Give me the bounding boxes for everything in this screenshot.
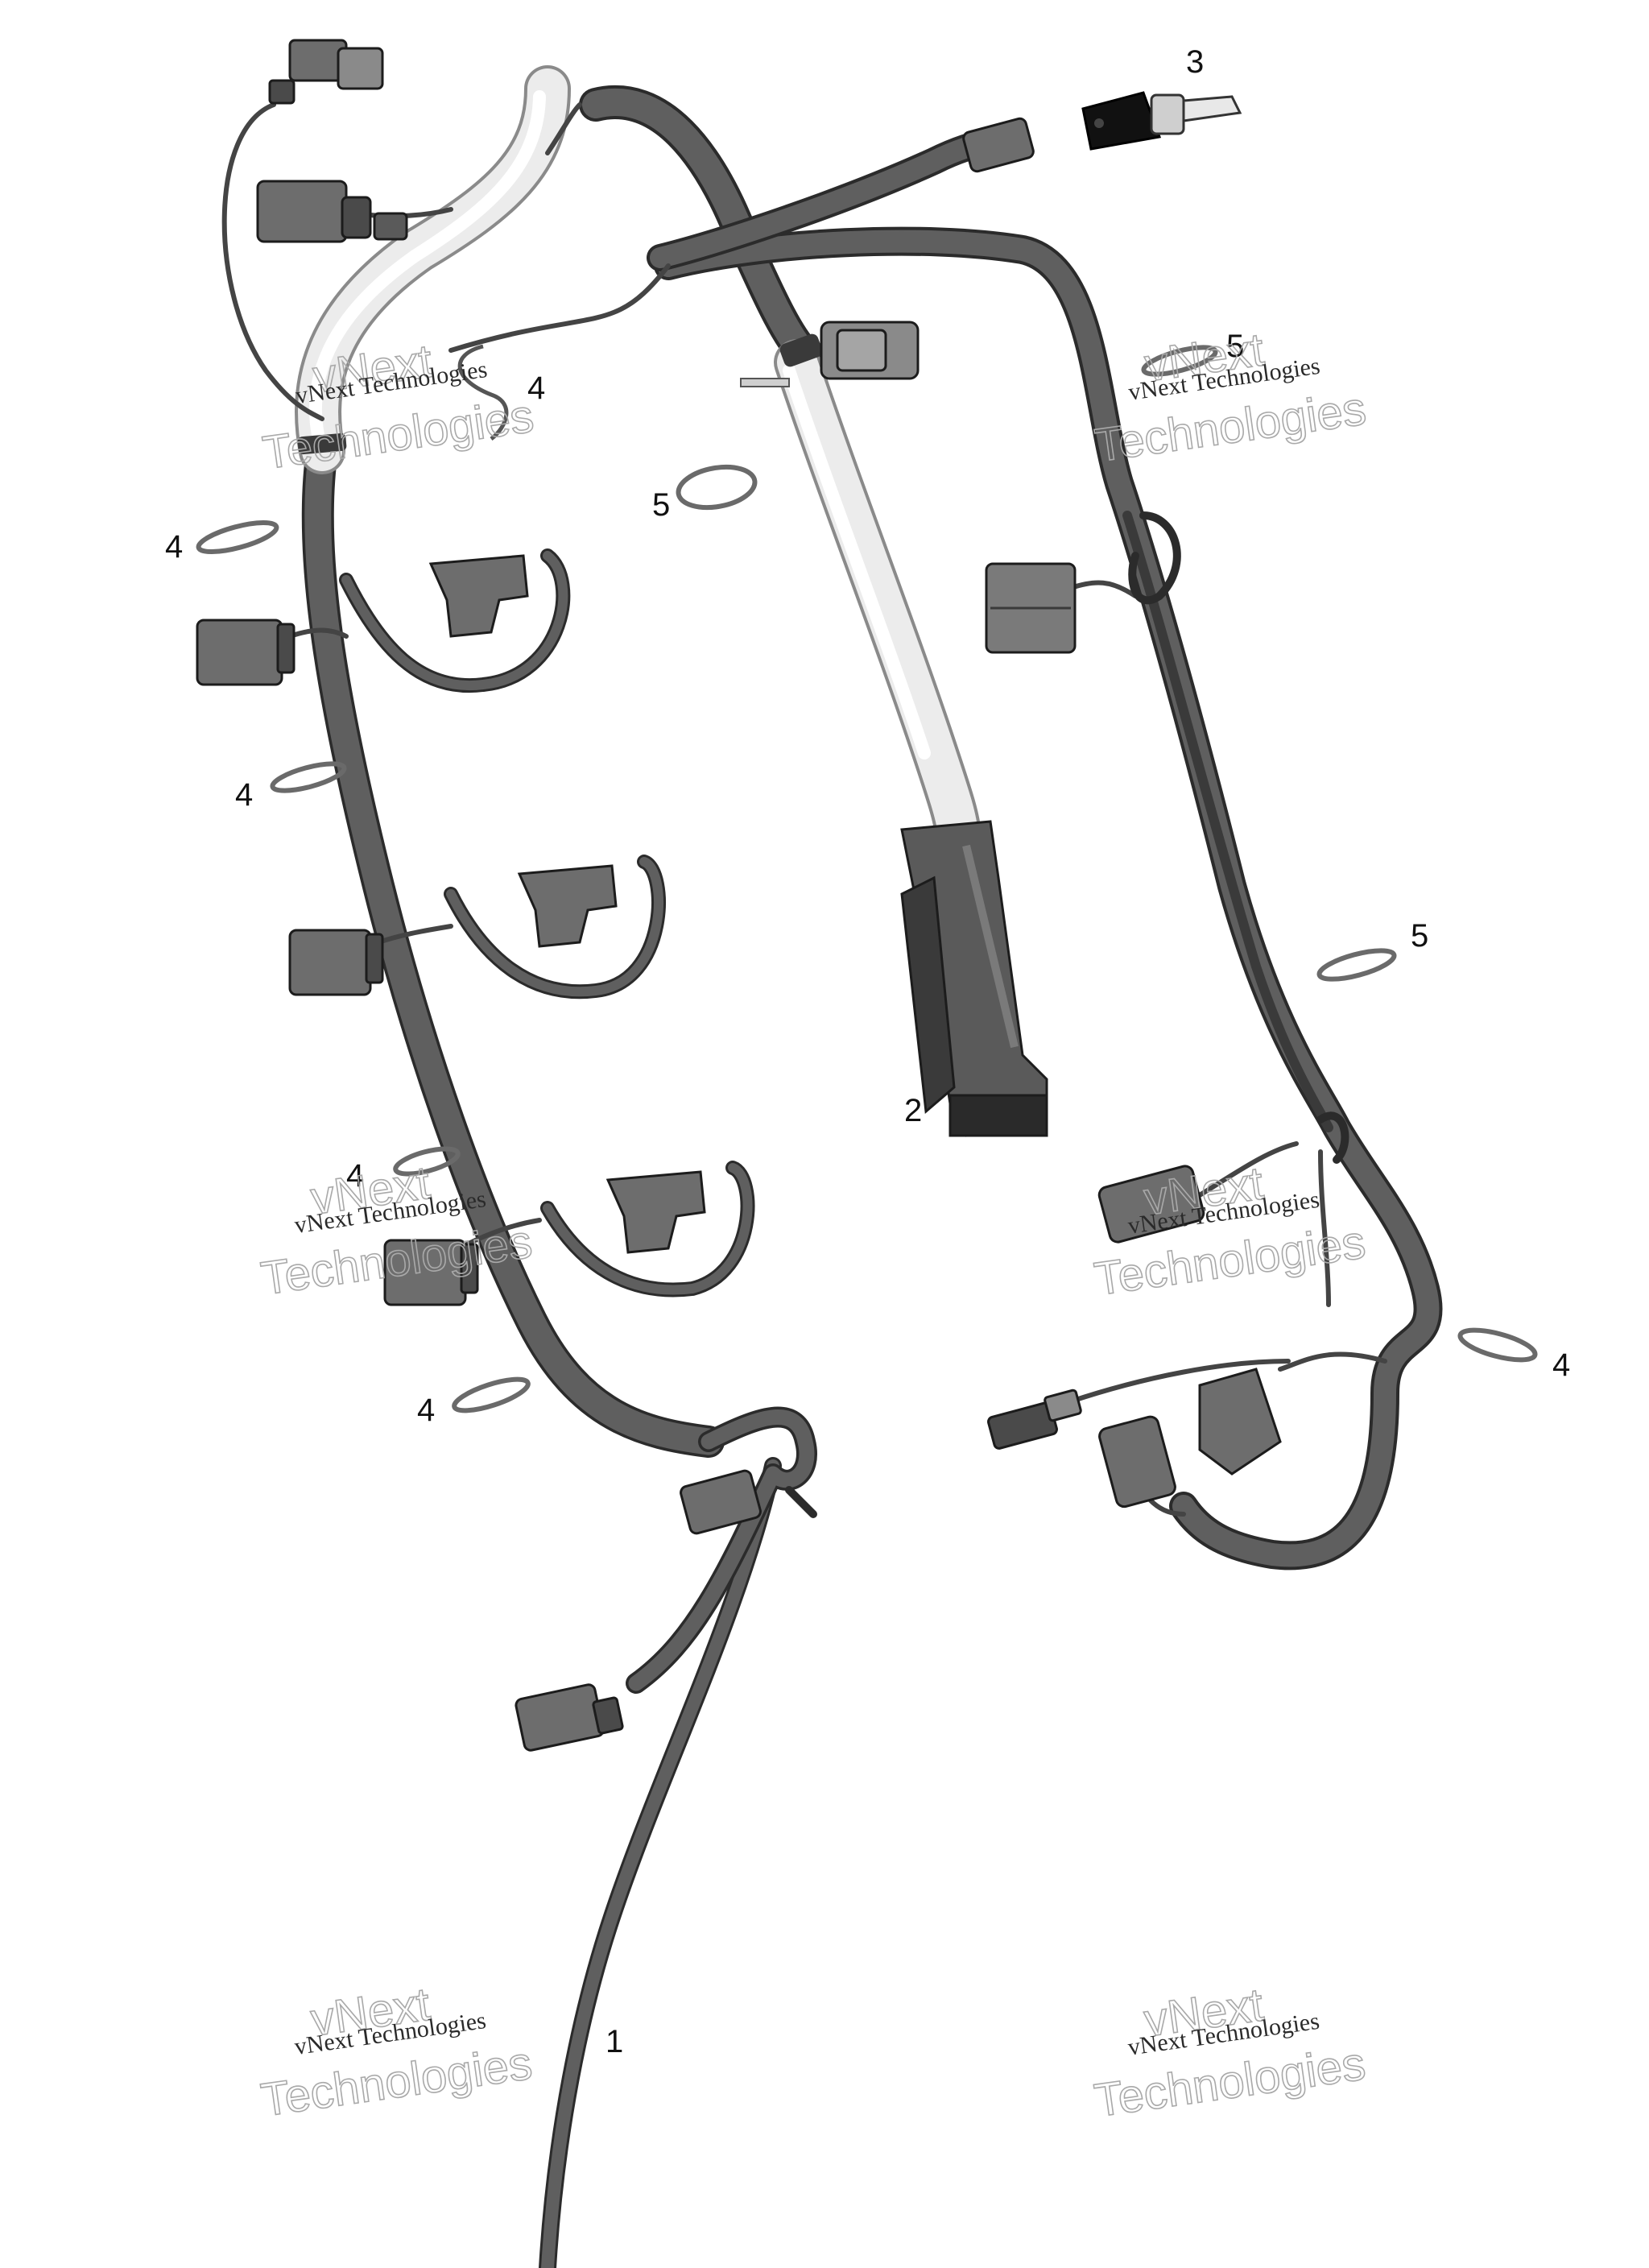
temperature-sensor [1081,91,1242,151]
connectors [196,39,1282,1752]
injector-connector-3 [605,1170,706,1254]
sensor-lower-right-1 [987,1389,1082,1450]
connector-top-left-2 [256,180,408,243]
connector-top-right-small [962,117,1035,173]
callout-4b: 4 [235,777,253,813]
clamp-4b [270,761,347,793]
callout-3: 3 [1186,44,1204,80]
clamp-4f [457,344,509,441]
ecm-connector [900,820,1048,1137]
connector-right-1 [985,562,1077,654]
connector-lower-2 [515,1683,624,1752]
connector-left-1 [196,619,295,686]
connector-top-left-1 [268,39,384,105]
clamp-rings [196,344,1538,1413]
callout-4d: 4 [417,1393,435,1428]
clamp-4e [1457,1327,1538,1363]
sensor-lower-right-3 [1198,1368,1282,1475]
clamp-4a [196,519,279,555]
callout-5c: 5 [1411,918,1428,954]
callout-labels: 1 2 3 4 4 4 4 4 4 5 5 5 [165,44,1570,2059]
branch-wires [221,102,1387,1518]
watermark-6: vNext vNext Technologies Technologies [1091,1978,1370,2128]
watermark-2: vNext vNext Technologies Technologies [1091,323,1370,473]
injector-connector-2 [517,864,618,948]
callout-5a: 5 [652,487,670,523]
clamp-4d [452,1376,531,1413]
clamp-5c [1316,948,1397,982]
clamp-5a [676,464,758,511]
clamp-5b [1141,345,1218,377]
connector-left-3 [383,1239,479,1306]
callout-5b: 5 [1226,329,1244,364]
watermark-4: vNext vNext Technologies Technologies [1091,1157,1370,1306]
connector-center-top [820,321,920,380]
callout-4e: 4 [1552,1347,1570,1383]
clamp-4c [393,1146,461,1177]
injector-connector-1 [428,554,529,638]
connector-lower-1 [680,1469,762,1535]
callout-4f: 4 [527,370,545,406]
white-sleeve-sections [295,65,982,861]
watermark-3: vNext vNext Technologies Technologies [257,1156,535,1306]
callout-1: 1 [605,2024,623,2059]
callout-2: 2 [904,1093,922,1128]
callout-4a: 4 [165,529,183,565]
connector-right-2 [1097,1165,1205,1244]
connector-left-2 [288,929,384,996]
sensor-lower-right-2 [1098,1415,1176,1509]
watermark-5: vNext vNext Technologies Technologies [257,1977,535,2127]
callout-4c: 4 [346,1158,364,1194]
